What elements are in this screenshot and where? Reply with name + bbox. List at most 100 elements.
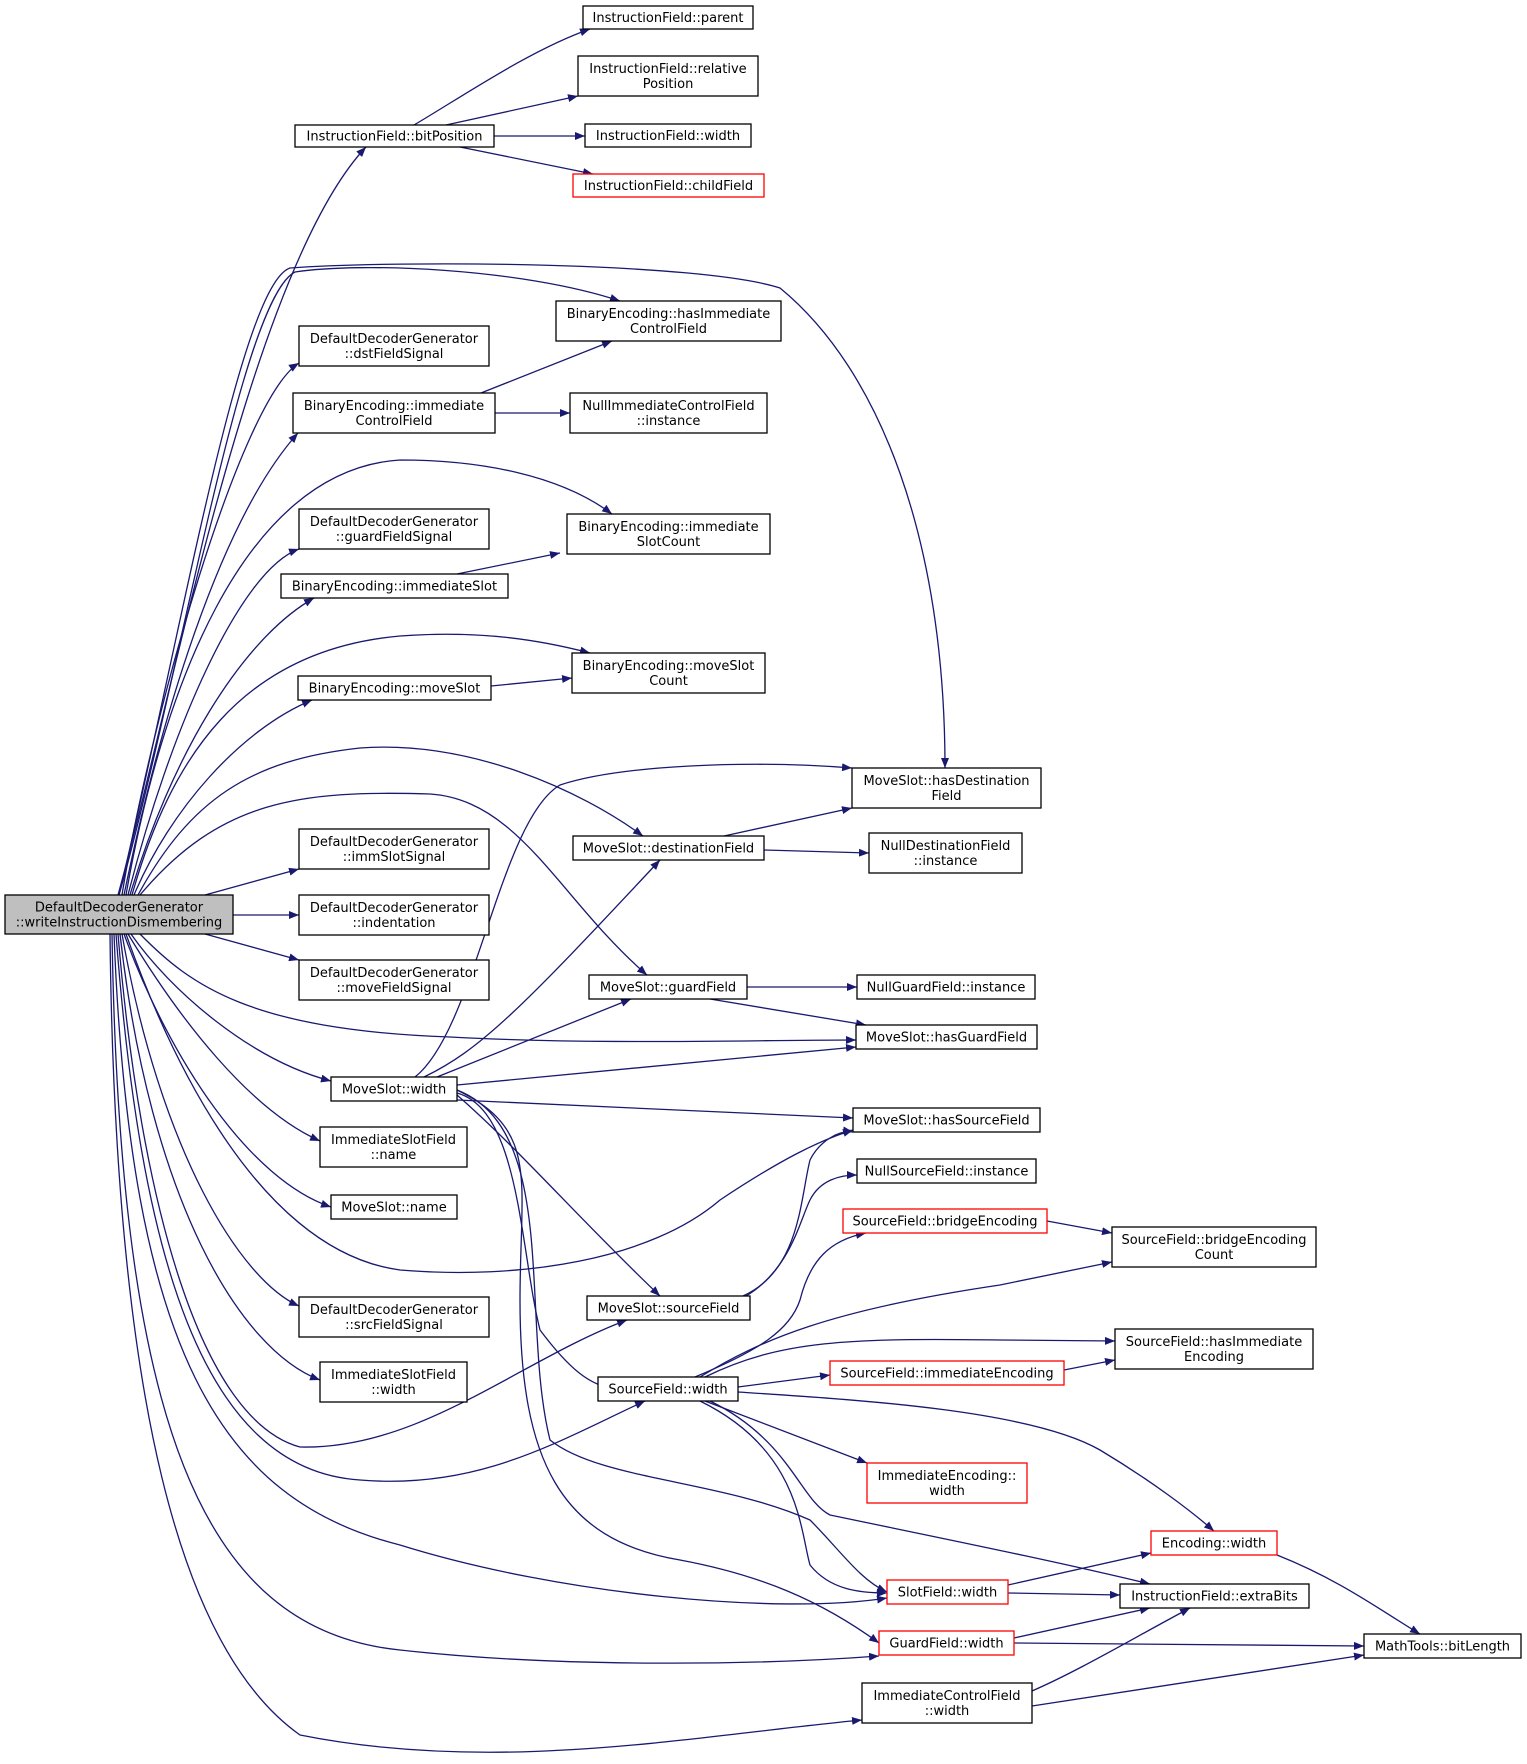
node-box bbox=[1114, 1328, 1314, 1370]
edge-arrow bbox=[139, 792, 648, 976]
edge-arrow bbox=[704, 1400, 868, 1464]
node-moveslot-width[interactable]: MoveSlot::width bbox=[330, 1076, 458, 1102]
node-defaultdecodergenerator-dstfieldsignal[interactable]: DefaultDecoderGenerator::dstFieldSignal bbox=[298, 325, 490, 367]
node-defaultdecodergenerator-guardfieldsignal[interactable]: DefaultDecoderGenerator::guardFieldSigna… bbox=[298, 508, 490, 550]
node-nulldestinationfield-instance[interactable]: NullDestinationField::instance bbox=[868, 832, 1023, 874]
node-box bbox=[298, 894, 490, 936]
node-binaryencoding-moveslot[interactable]: BinaryEncoding::moveSlot bbox=[297, 675, 492, 701]
node-defaultdecodergenerator-indentation[interactable]: DefaultDecoderGenerator::indentation bbox=[298, 894, 490, 936]
edge-msdest-to-nulldest bbox=[763, 848, 870, 857]
edge-arrow bbox=[742, 1126, 854, 1297]
node-label: ::writeInstructionDismembering bbox=[16, 916, 222, 931]
node-guardfield-width[interactable]: GuardField::width bbox=[878, 1630, 1015, 1656]
edge-arrow bbox=[1013, 1606, 1151, 1639]
edge-arrow bbox=[445, 94, 579, 126]
node-box bbox=[856, 1158, 1037, 1184]
edge-mssrc-to-nullsrc bbox=[745, 1171, 858, 1297]
node-defaultdecodergenerator-writeinstructiondismembering: DefaultDecoderGenerator::writeInstructio… bbox=[4, 894, 234, 935]
edge-arrow bbox=[1031, 1652, 1365, 1707]
node-sourcefield-width[interactable]: SourceField::width bbox=[597, 1376, 739, 1402]
node-box bbox=[868, 832, 1023, 874]
node-label: InstructionField::childField bbox=[584, 179, 753, 194]
edge-mswidth-to-gfwidth bbox=[456, 1089, 880, 1644]
node-label: Position bbox=[643, 77, 694, 92]
edge-root-to-slotwidth bbox=[113, 933, 888, 1605]
edge-arrow bbox=[459, 146, 594, 176]
node-mathtools-bitlength[interactable]: MathTools::bitLength bbox=[1363, 1633, 1522, 1659]
edge-root-to-ddgguard bbox=[127, 548, 300, 896]
node-defaultdecodergenerator-movefieldsignal[interactable]: DefaultDecoderGenerator::moveFieldSignal bbox=[298, 959, 490, 1001]
node-label: ControlField bbox=[630, 322, 707, 337]
edge-root-to-mshasdest bbox=[118, 263, 949, 896]
edge-ifbitpos-to-ifparent bbox=[413, 28, 591, 126]
node-moveslot-sourcefield[interactable]: MoveSlot::sourceField bbox=[586, 1295, 751, 1321]
edge-arrow bbox=[456, 1089, 888, 1593]
node-moveslot-guardfield[interactable]: MoveSlot::guardField bbox=[588, 974, 748, 1000]
node-box bbox=[566, 513, 771, 555]
node-label: ::width bbox=[371, 1383, 416, 1398]
edge-arrow bbox=[699, 1260, 1113, 1378]
node-label: SourceField::bridgeEncoding bbox=[852, 1215, 1037, 1230]
node-immediateslotfield-width[interactable]: ImmediateSlotField::width bbox=[319, 1361, 468, 1403]
node-immediateslotfield-name[interactable]: ImmediateSlotField::name bbox=[319, 1126, 468, 1168]
node-label: ::moveFieldSignal bbox=[336, 981, 451, 996]
node-slotfield-width[interactable]: SlotField::width bbox=[886, 1579, 1009, 1605]
node-label: BinaryEncoding::immediateSlot bbox=[292, 580, 497, 595]
edge-arrow bbox=[694, 1230, 867, 1378]
node-moveslot-destinationfield[interactable]: MoveSlot::destinationField bbox=[572, 835, 765, 861]
node-box bbox=[597, 1376, 739, 1402]
edge-root-to-ddgdst bbox=[121, 362, 300, 896]
node-instructionfield-parent[interactable]: InstructionField::parent bbox=[582, 5, 754, 30]
edge-arrow bbox=[1276, 1554, 1421, 1635]
edge-arrow bbox=[125, 459, 613, 896]
edge-ifbitpos-to-ifchild bbox=[459, 146, 594, 176]
node-sourcefield-bridgeencoding[interactable]: SourceField::bridgeEncoding bbox=[842, 1208, 1048, 1234]
node-moveslot-hasguardfield[interactable]: MoveSlot::hasGuardField bbox=[855, 1024, 1038, 1050]
node-moveslot-hassourcefield[interactable]: MoveSlot::hasSourceField bbox=[852, 1107, 1041, 1133]
edge-root-to-beimmcf bbox=[123, 432, 299, 896]
node-box bbox=[852, 1107, 1041, 1133]
node-moveslot-name[interactable]: MoveSlot::name bbox=[330, 1194, 458, 1220]
node-label: Count bbox=[1195, 1248, 1234, 1263]
edge-root-to-bemoveslotcount bbox=[131, 633, 591, 896]
node-binaryencoding-immediateslot[interactable]: BinaryEncoding::immediateSlot bbox=[280, 573, 509, 599]
node-instructionfield-width[interactable]: InstructionField::width bbox=[584, 123, 752, 148]
edge-arrow bbox=[737, 1372, 831, 1388]
node-instructionfield-childfield[interactable]: InstructionField::childField bbox=[572, 173, 765, 198]
node-label: SourceField::bridgeEncoding bbox=[1121, 1233, 1306, 1248]
edge-icfwidth-to-ifextra bbox=[1031, 1607, 1191, 1692]
edge-arrow bbox=[125, 933, 854, 1274]
node-label: ::immSlotSignal bbox=[343, 850, 446, 865]
edge-arrow bbox=[129, 597, 315, 896]
node-sourcefield-immediateencoding[interactable]: SourceField::immediateEncoding bbox=[829, 1360, 1065, 1386]
node-nullsourcefield-instance[interactable]: NullSourceField::instance bbox=[856, 1158, 1037, 1184]
node-box bbox=[1363, 1633, 1522, 1659]
edge-arrow bbox=[204, 867, 300, 896]
node-box bbox=[855, 1024, 1038, 1050]
node-label: BinaryEncoding::immediate bbox=[578, 520, 758, 535]
node-box bbox=[586, 1295, 751, 1321]
node-nullguardfield-instance[interactable]: NullGuardField::instance bbox=[856, 974, 1036, 1000]
node-immediateencoding-width[interactable]: ImmediateEncoding::width bbox=[866, 1462, 1028, 1504]
node-defaultdecodergenerator-immslotsignal[interactable]: DefaultDecoderGenerator::immSlotSignal bbox=[298, 828, 490, 870]
node-instructionfield-extrabits[interactable]: InstructionField::extraBits bbox=[1119, 1583, 1310, 1609]
node-immediatecontrolfield-width[interactable]: ImmediateControlField::width bbox=[861, 1682, 1033, 1724]
node-instructionfield-bitposition[interactable]: InstructionField::bitPosition bbox=[294, 124, 495, 148]
node-label: BinaryEncoding::immediate bbox=[304, 399, 484, 414]
node-label: DefaultDecoderGenerator bbox=[35, 901, 204, 916]
node-box bbox=[851, 767, 1042, 809]
edge-root-to-msname bbox=[123, 933, 332, 1208]
edge-arrow bbox=[109, 933, 863, 1753]
node-defaultdecodergenerator-srcfieldsignal[interactable]: DefaultDecoderGenerator::srcFieldSignal bbox=[298, 1296, 490, 1338]
node-encoding-width[interactable]: Encoding::width bbox=[1150, 1530, 1278, 1556]
node-nullimmediatecontrolfield-instance[interactable]: NullImmediateControlField::instance bbox=[569, 392, 768, 434]
node-box bbox=[1150, 1530, 1278, 1556]
